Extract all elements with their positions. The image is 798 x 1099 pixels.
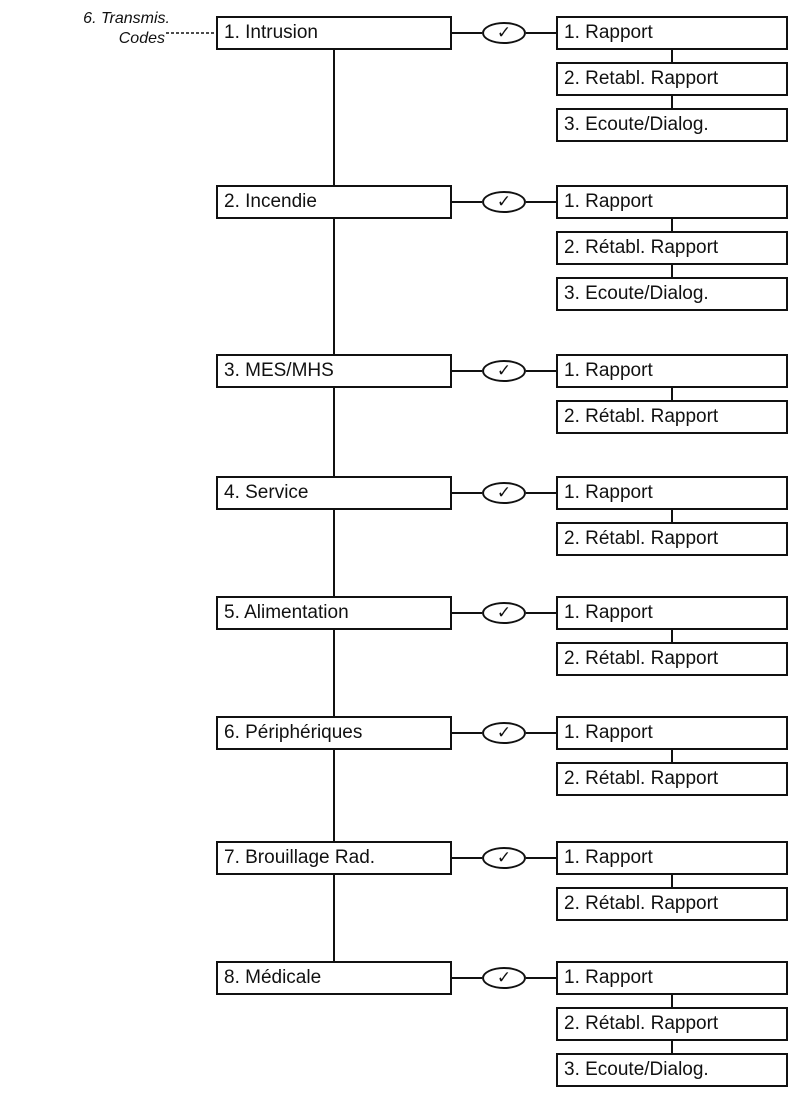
menu-path-subtitle: Codes (118, 30, 165, 47)
category-box: 7. Brouillage Rad. (216, 841, 452, 875)
checkmark-icon: ✓ (482, 22, 526, 44)
option-box: 3. Ecoute/Dialog. (556, 1053, 788, 1087)
option-box: 2. Rétabl. Rapport (556, 231, 788, 265)
checkmark-icon: ✓ (482, 602, 526, 624)
category-box: 6. Périphériques (216, 716, 452, 750)
option-box: 1. Rapport (556, 354, 788, 388)
menu-path-title: 6. Transmis. (83, 10, 170, 27)
category-box: 1. Intrusion (216, 16, 452, 50)
option-box: 1. Rapport (556, 841, 788, 875)
checkmark-icon: ✓ (482, 360, 526, 382)
option-box: 1. Rapport (556, 716, 788, 750)
option-box: 3. Ecoute/Dialog. (556, 277, 788, 311)
option-box: 2. Rétabl. Rapport (556, 762, 788, 796)
checkmark-icon: ✓ (482, 967, 526, 989)
category-box: 2. Incendie (216, 185, 452, 219)
option-box: 1. Rapport (556, 596, 788, 630)
option-box: 2. Retabl. Rapport (556, 62, 788, 96)
checkmark-icon: ✓ (482, 482, 526, 504)
checkmark-icon: ✓ (482, 722, 526, 744)
option-box: 2. Rétabl. Rapport (556, 400, 788, 434)
checkmark-icon: ✓ (482, 847, 526, 869)
option-box: 2. Rétabl. Rapport (556, 642, 788, 676)
category-box: 4. Service (216, 476, 452, 510)
option-box: 1. Rapport (556, 16, 788, 50)
category-box: 3. MES/MHS (216, 354, 452, 388)
category-box: 8. Médicale (216, 961, 452, 995)
category-box: 5. Alimentation (216, 596, 452, 630)
option-box: 2. Rétabl. Rapport (556, 522, 788, 556)
option-box: 1. Rapport (556, 476, 788, 510)
option-box: 1. Rapport (556, 185, 788, 219)
checkmark-icon: ✓ (482, 191, 526, 213)
option-box: 2. Rétabl. Rapport (556, 887, 788, 921)
option-box: 1. Rapport (556, 961, 788, 995)
option-box: 3. Ecoute/Dialog. (556, 108, 788, 142)
option-box: 2. Rétabl. Rapport (556, 1007, 788, 1041)
